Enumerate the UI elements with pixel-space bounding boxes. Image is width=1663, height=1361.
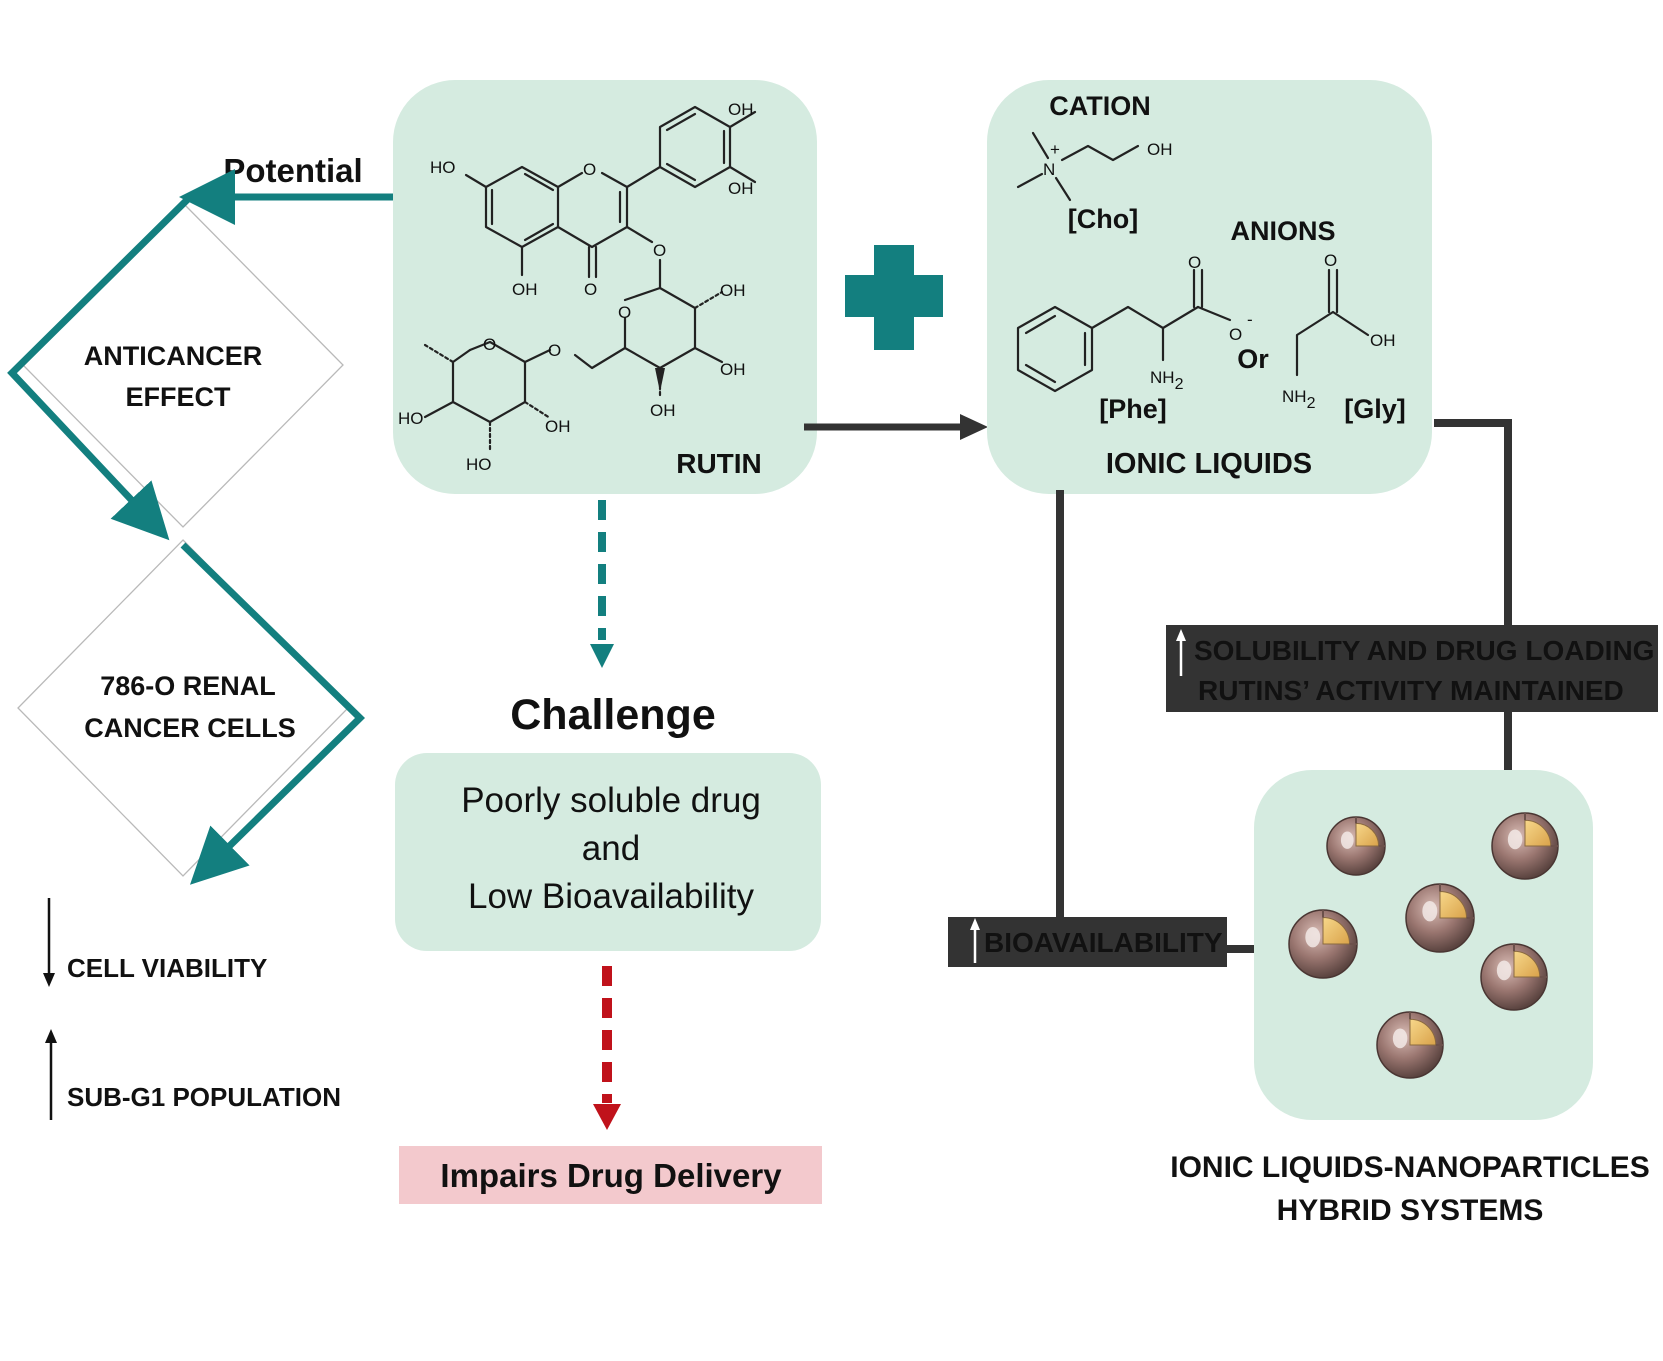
nanoparticle-icon [1288,909,1358,979]
rutin-oh-atom: OH [720,360,746,379]
anions-heading: ANIONS [1230,216,1335,246]
or-label: Or [1237,344,1269,374]
solubility-label: SOLUBILITY AND DRUG LOADING [1194,635,1654,666]
cell-viability-result: CELL VIABILITY [43,898,267,987]
anticancer-label-line2: EFFECT [126,382,232,412]
choline-plus-charge: + [1050,140,1060,159]
challenge-section: Challenge Poorly soluble drug and Low Bi… [395,500,822,1204]
activity-label: RUTINS’ ACTIVITY MAINTAINED [1198,675,1624,706]
challenge-line3: Low Bioavailability [468,877,754,916]
rutin-panel: RUTIN [393,80,817,494]
hybrid-panel [1254,770,1593,1120]
phe-nh2-group: NH2 [1150,368,1184,393]
choline-structure: N + OH [1016,131,1173,202]
nanoparticle-icon [1326,816,1386,876]
rutin-carbonyl-o-atom: O [584,280,597,299]
hybrid-label-line2: HYBRID SYSTEMS [1277,1194,1544,1227]
down-arrow-icon [43,973,55,987]
impairs-arrow-head [593,1104,621,1130]
sub-g1-label: SUB-G1 POPULATION [67,1082,341,1112]
gly-oh-atom: OH [1370,331,1396,350]
bioavailability-label: BIOAVAILABILITY [984,927,1223,958]
rutin-ring-o-atom: O [618,303,631,322]
cells-diamond: 786-O RENAL CANCER CELLS [17,539,349,877]
rutin-ho-atom: HO [466,455,492,474]
potential-label: Potential [223,152,362,189]
solubility-benefit-box: SOLUBILITY AND DRUG LOADING RUTINS’ ACTI… [1166,625,1658,712]
bioavailability-benefit-box: BIOAVAILABILITY [948,917,1227,967]
teal-flow-arrows [7,169,395,885]
choline-n-atom: N [1043,160,1055,179]
rutin-oh-atom: OH [650,401,676,420]
gly-carbonyl-o-atom: O [1324,251,1337,270]
phe-carbonyl-o-atom: O [1188,253,1201,272]
rutin-oh-atom: OH [545,417,571,436]
anticancer-label-line1: ANTICANCER [84,341,263,371]
gly-nh2-group: NH2 [1282,387,1316,412]
rutin-structure: OH OH HO O OH O O O OH OH OH O O HO OH H… [398,100,757,474]
cation-heading: CATION [1049,91,1151,121]
rutin-oh-atom: OH [728,179,754,198]
cells-to-results-arrow [180,542,366,885]
rutin-ho-atom: HO [398,409,424,428]
hybrid-label-line1: IONIC LIQUIDS-NANOPARTICLES [1170,1151,1649,1184]
cell-viability-label: CELL VIABILITY [67,953,267,983]
rutin-ring-o-atom: O [583,160,596,179]
sub-g1-result: SUB-G1 POPULATION [45,1029,341,1120]
cho-name: [Cho] [1068,204,1138,234]
challenge-heading: Challenge [510,691,716,739]
ionic-liquids-panel: CATION ANIONS N + OH [Cho] O O - NH2 [987,80,1432,494]
challenge-line2: and [582,829,640,868]
challenge-box [395,753,821,951]
anticancer-to-cells-arrow [7,194,193,541]
phe-carboxylate-o-atom: O [1229,325,1242,344]
rutin-linker-o-atom: O [548,341,561,360]
nanoparticle-icon [1491,812,1559,880]
challenge-line1: Poorly soluble drug [461,781,761,820]
nanoparticle-icon [1376,1011,1444,1079]
rutin-to-ionic-liquids-arrow [804,414,988,440]
rutin-glycosidic-o-atom: O [653,241,666,260]
phe-minus-charge: - [1247,310,1253,329]
challenge-arrow-head [590,644,614,668]
rutin-label: RUTIN [676,448,762,479]
rutin-oh-atom: OH [512,280,538,299]
rutin-oh-atom: OH [728,100,754,119]
nanoparticle-icon [1405,883,1475,953]
choline-oh-atom: OH [1147,140,1173,159]
glycine-structure: O OH NH2 [1282,251,1396,412]
nanoparticles [1288,812,1559,1079]
cells-label-line1: 786-O RENAL [100,671,276,701]
gly-name: [Gly] [1344,394,1406,424]
rutin-oh-atom: OH [720,281,746,300]
up-arrow-icon [1176,629,1186,641]
phe-name: [Phe] [1099,394,1167,424]
rutin-ho-atom: HO [430,158,456,177]
up-arrow-icon [45,1029,57,1043]
impairs-label: Impairs Drug Delivery [440,1157,782,1194]
impairs-box [399,1146,822,1204]
phenylalanine-structure: O O - NH2 [1016,253,1253,393]
nanoparticle-icon [1480,943,1548,1011]
anticancer-diamond: ANTICANCER EFFECT [22,202,344,528]
up-arrow-icon [970,918,980,930]
rutin-ring-o-atom: O [483,335,496,354]
ionic-liquids-label: IONIC LIQUIDS [1106,448,1312,480]
plus-icon [845,245,943,350]
cells-label-line2: CANCER CELLS [84,713,296,743]
